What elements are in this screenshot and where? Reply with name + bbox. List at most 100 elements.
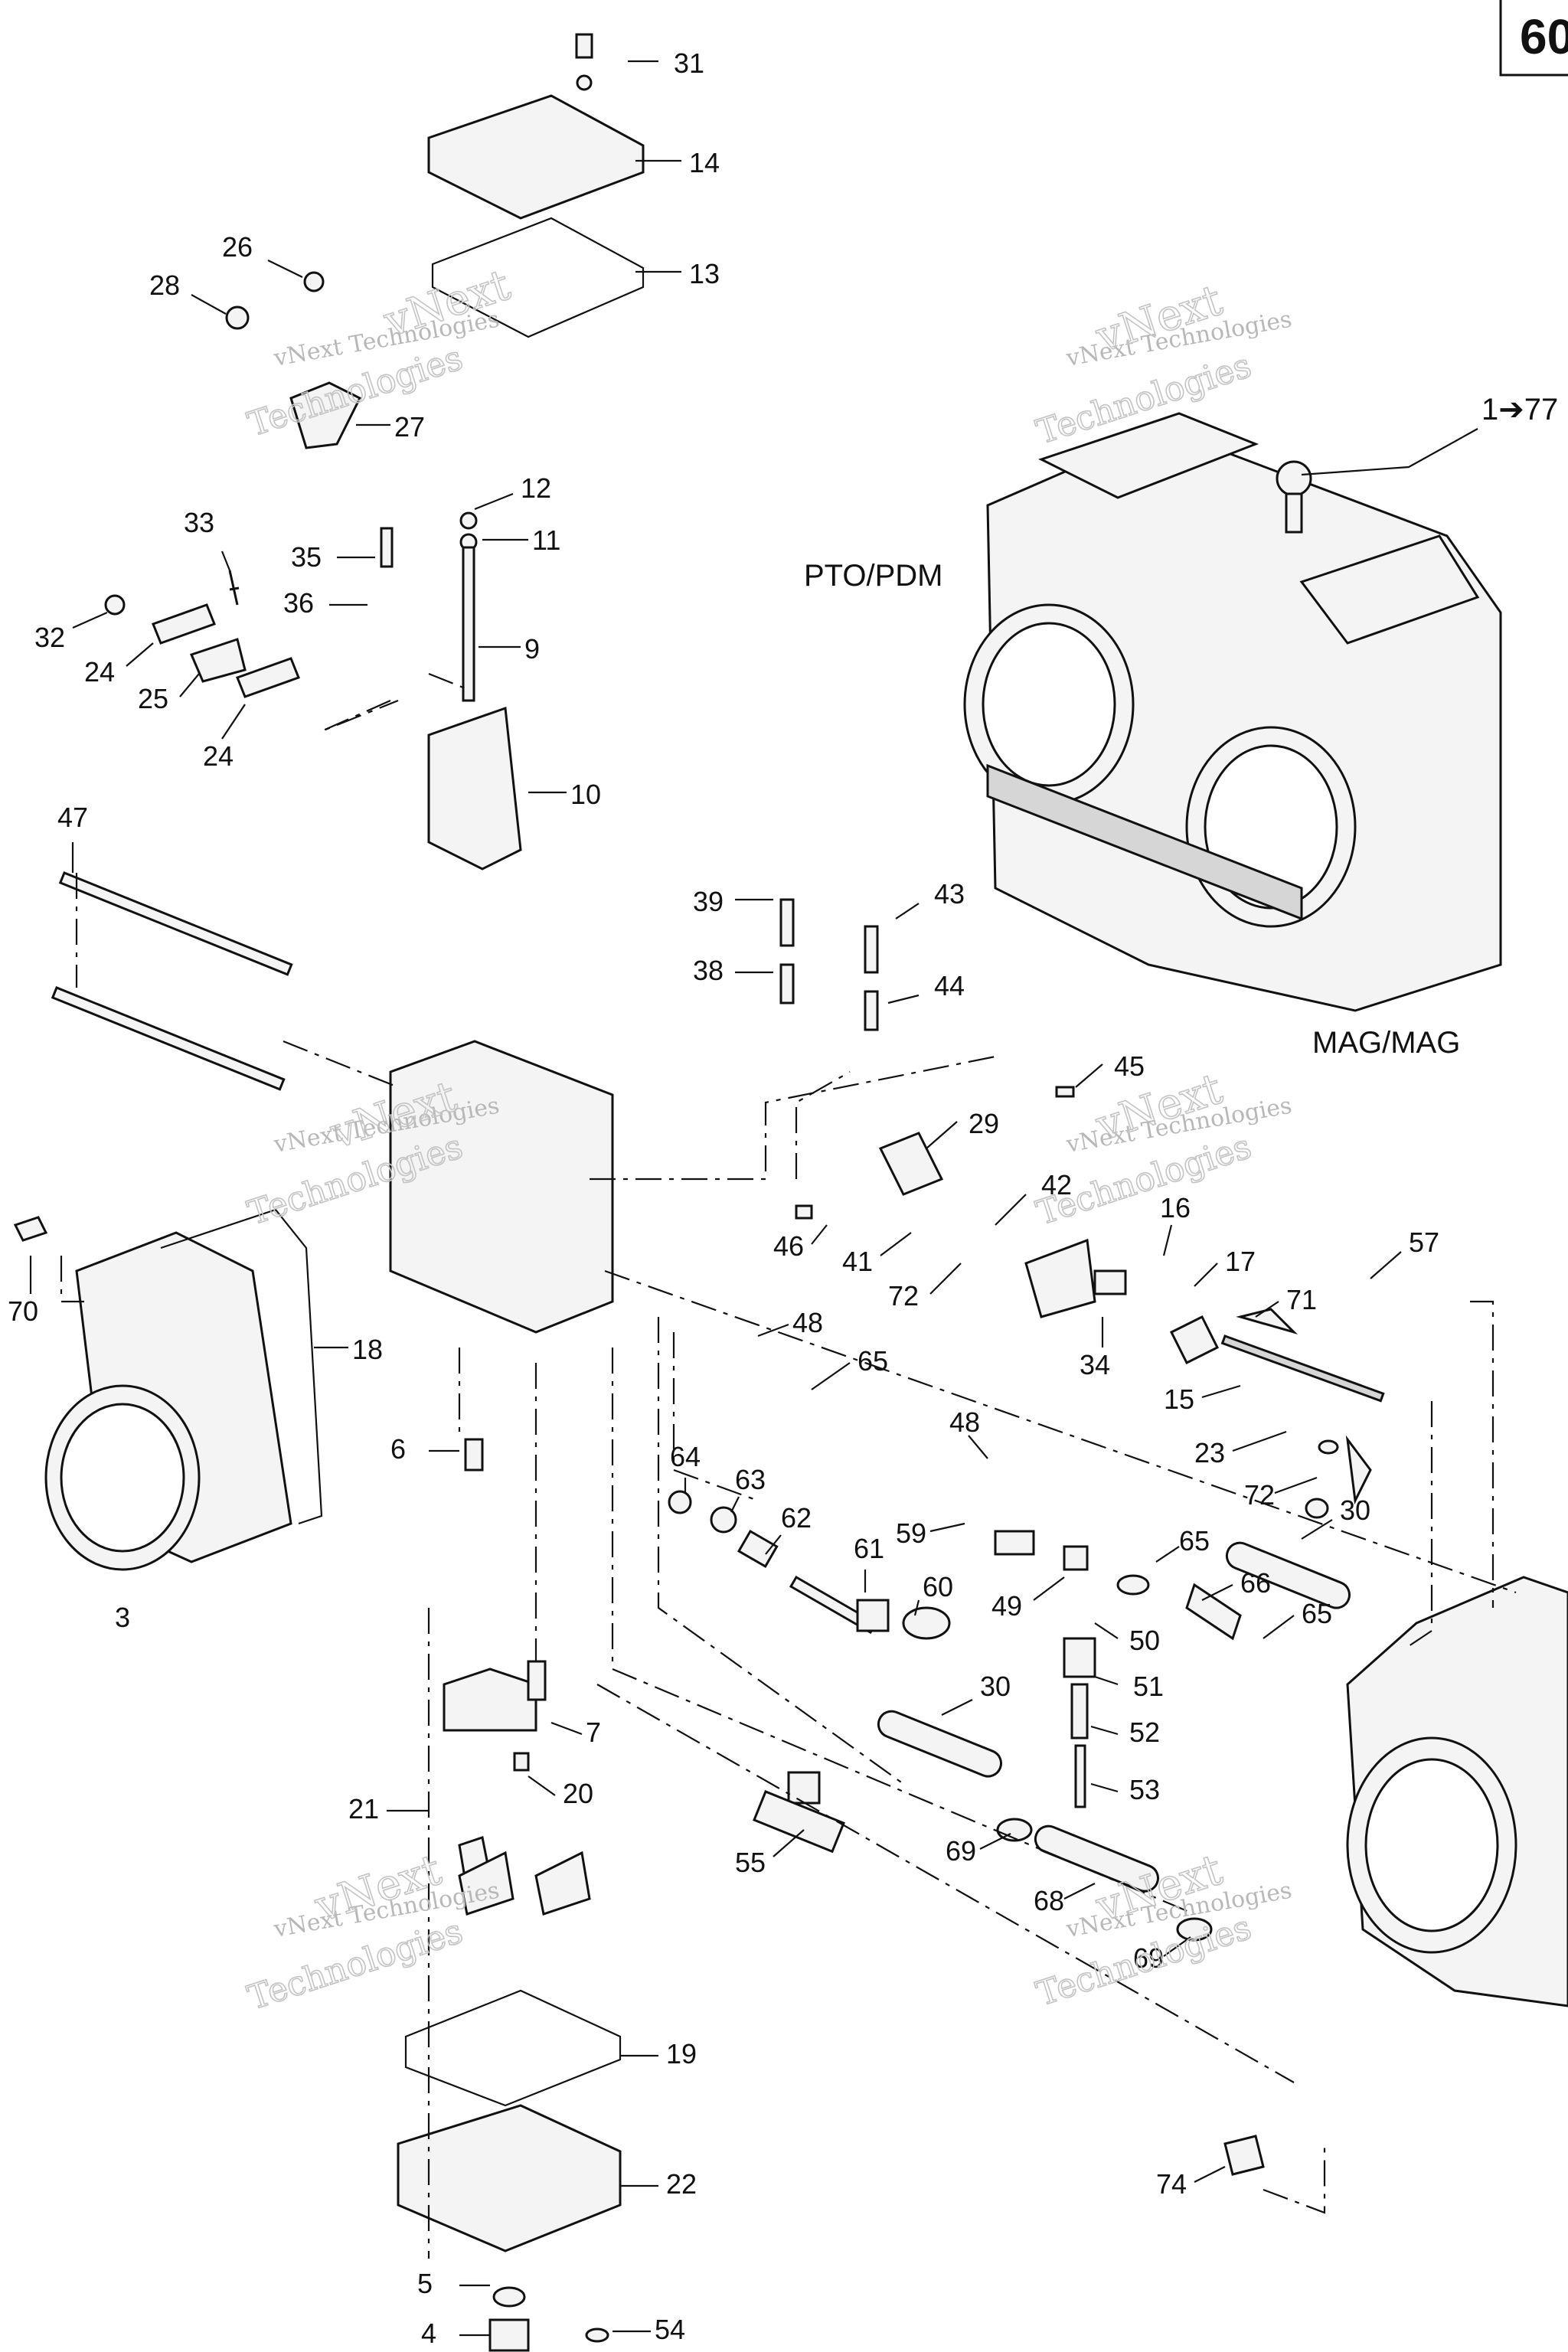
assembled-carburetor-bottom [1346, 1576, 1568, 2007]
pto-pdm-label: PTO/PDM [804, 559, 943, 593]
callout-number: 17 [1225, 1246, 1256, 1277]
callout-number: 66 [1240, 1567, 1271, 1599]
page-number: 60 [1520, 9, 1568, 64]
callout-number: 47 [57, 802, 88, 833]
callout-number: 29 [969, 1108, 999, 1139]
callout-number: 54 [655, 2314, 685, 2345]
callout-number: 61 [854, 1533, 884, 1564]
callout-number: 18 [352, 1334, 383, 1365]
callout-leader-line [929, 1263, 962, 1295]
callout-number: 64 [670, 1441, 701, 1472]
callout-number: 59 [896, 1517, 926, 1549]
callout-leader-line [1162, 1224, 1173, 1256]
callout-leader-line [941, 1699, 973, 1716]
callout-leader-line [474, 492, 514, 511]
callout-number: 36 [283, 587, 314, 619]
callout-number: 20 [563, 1778, 593, 1809]
watermark-bottom-right: vNext Technologies vNext Technologies [1031, 1844, 1294, 2015]
main-body-group [44, 871, 614, 1571]
callout-number: 24 [84, 656, 115, 688]
callout-leader-line [220, 550, 231, 571]
callout-leader-line [1033, 1576, 1065, 1601]
tube-group [753, 1541, 1351, 2176]
callout-number: 39 [693, 886, 724, 917]
callout-leader-line [221, 704, 246, 740]
callout-number: 55 [735, 1847, 766, 1878]
needle-linkage-group [104, 511, 522, 871]
callout-number: 51 [1133, 1671, 1164, 1702]
callout-number: 50 [1129, 1625, 1160, 1656]
callout-number: 31 [674, 47, 704, 79]
callout-number: 24 [203, 740, 234, 772]
callout-number: 30 [980, 1671, 1011, 1702]
callout-number: 48 [949, 1406, 980, 1438]
assembled-carburetor-top [963, 412, 1502, 1012]
callout-leader-line [880, 1232, 912, 1256]
callout-number: 42 [1041, 1169, 1072, 1200]
callout-leader-line [1094, 1675, 1119, 1686]
callout-number: 11 [532, 524, 560, 556]
callout-leader-line [929, 1522, 965, 1533]
callout-number: 45 [1114, 1050, 1145, 1082]
callout-leader-line [1263, 1615, 1295, 1639]
callout-number: 44 [934, 970, 965, 1001]
callout-leader-line [1370, 1251, 1402, 1279]
callout-number: 21 [348, 1793, 379, 1824]
callout-leader-line [528, 1775, 556, 1796]
callout-leader-line [1194, 2166, 1226, 2183]
callout-number: 6 [390, 1433, 406, 1465]
callout-number: 10 [570, 779, 601, 810]
callout-leader-line [773, 1829, 805, 1857]
callout-number: 26 [222, 231, 253, 263]
callout-leader-line [1194, 1263, 1218, 1287]
callout-leader-line [913, 1599, 920, 1616]
callout-leader-line [1201, 1384, 1241, 1399]
callout-leader-line [811, 1224, 828, 1245]
callout-number: 65 [858, 1345, 888, 1377]
callout-leader-line [1201, 1584, 1233, 1601]
callout-number: 9 [524, 633, 540, 665]
callout-number: 22 [666, 2168, 697, 2200]
range-leader [1301, 428, 1478, 476]
callout-number: 68 [1034, 1885, 1064, 1916]
callout-number: 30 [1340, 1494, 1370, 1526]
callout-number: 46 [773, 1230, 804, 1262]
callout-leader-line [1090, 1725, 1119, 1736]
callout-number: 74 [1156, 2168, 1187, 2200]
callout-leader-line [1075, 1063, 1103, 1088]
callout-leader-line [72, 611, 108, 629]
callout-leader-line [730, 1496, 740, 1513]
callout-number: 27 [394, 411, 425, 443]
callout-number: 72 [1244, 1479, 1275, 1511]
callout-leader-line [126, 642, 154, 667]
callout-number: 41 [842, 1246, 873, 1277]
callout-number: 71 [1286, 1284, 1317, 1315]
callout-number: 19 [666, 2038, 697, 2069]
callout-leader-line [757, 1323, 789, 1338]
callout-leader-line [995, 1194, 1027, 1226]
callout-number: 53 [1129, 1774, 1160, 1805]
callout-leader-line [1063, 1883, 1096, 1900]
callout-number: 57 [1409, 1227, 1439, 1258]
callout-leader-line [1255, 1301, 1279, 1318]
callout-leader-line [968, 1435, 988, 1459]
callout-number: 33 [184, 507, 214, 538]
callout-number: 32 [34, 622, 65, 653]
callout-number: 52 [1129, 1717, 1160, 1748]
watermark-top-left: vNext Technologies vNext Technologies [243, 260, 517, 446]
callout-number: 65 [1179, 1525, 1210, 1557]
callout-number: 16 [1160, 1192, 1191, 1223]
float-chamber-cover-group [225, 33, 645, 449]
assembly-guide-lines [60, 672, 1517, 2259]
callout-number: 62 [781, 1502, 812, 1534]
callout-number: 49 [991, 1590, 1022, 1622]
callout-number: 15 [1164, 1383, 1194, 1415]
callout-leader-line [926, 1121, 958, 1149]
callout-number: 7 [586, 1717, 601, 1748]
float-bowl-group [397, 1668, 622, 2352]
callout-number: 63 [735, 1464, 766, 1495]
callout-number: 28 [149, 270, 180, 301]
enrichener-group [668, 1490, 1242, 1808]
callout-leader-line [1301, 1519, 1333, 1540]
